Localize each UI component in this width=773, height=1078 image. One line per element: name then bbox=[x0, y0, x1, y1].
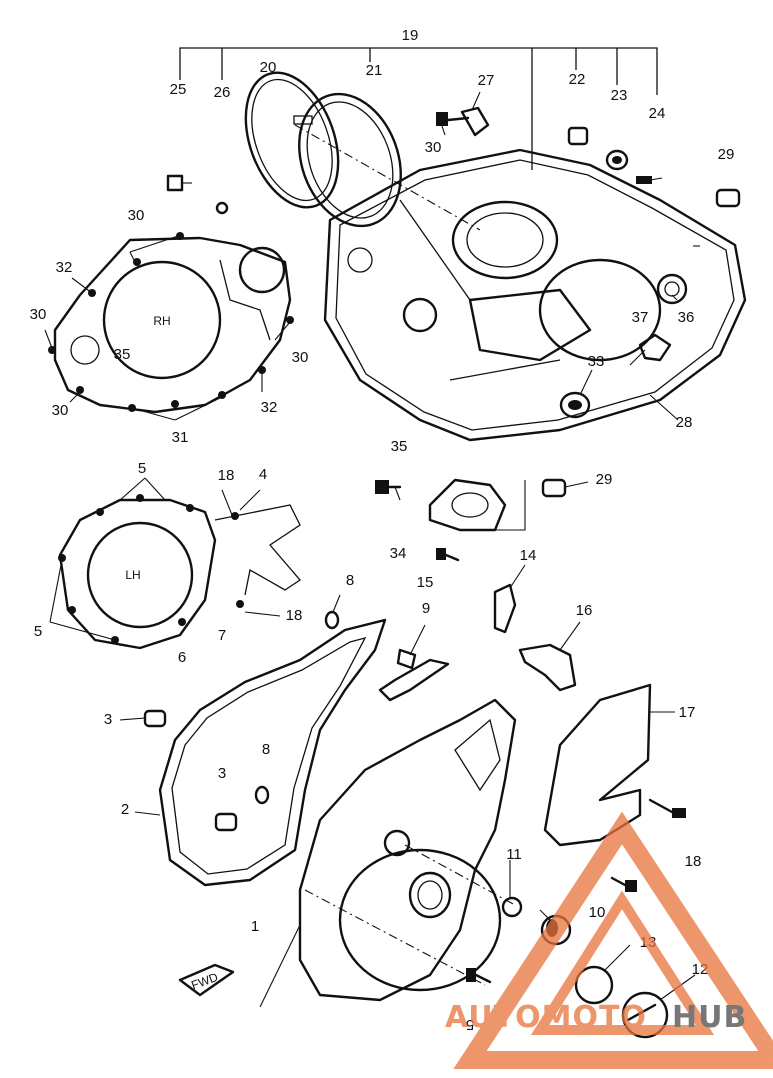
sprocket-36 bbox=[656, 273, 688, 305]
bearing-33 bbox=[559, 391, 591, 419]
callout-24: 24 bbox=[649, 105, 666, 122]
callout-26: 26 bbox=[214, 84, 231, 101]
bracket-14 bbox=[493, 583, 517, 634]
oring-13 bbox=[574, 965, 614, 1005]
callout-11: 11 bbox=[506, 846, 522, 863]
bolt-25 bbox=[166, 174, 192, 192]
callout-8: 8 bbox=[262, 741, 270, 758]
callout-20: 20 bbox=[260, 59, 277, 76]
stamp-rh: RH bbox=[153, 314, 170, 328]
oring-11 bbox=[501, 896, 523, 918]
pump-cover-34 bbox=[428, 478, 507, 532]
screw-18-right bbox=[648, 798, 686, 818]
cover-outline-rh: RH bbox=[48, 232, 294, 414]
callout-17: 17 bbox=[679, 704, 696, 721]
callout-5: 5 bbox=[34, 623, 42, 640]
callout-27: 27 bbox=[478, 72, 495, 89]
dowel-29-top bbox=[715, 188, 741, 208]
callout-32: 32 bbox=[261, 399, 278, 416]
callout-8: 8 bbox=[346, 572, 354, 589]
bolt-35-mid bbox=[375, 480, 402, 494]
callout-30: 30 bbox=[30, 306, 47, 323]
callout-35: 35 bbox=[391, 438, 408, 455]
clip-27 bbox=[460, 106, 490, 137]
callout-29: 29 bbox=[718, 146, 735, 163]
callout-10: 10 bbox=[589, 904, 606, 921]
right-crankcase-cover bbox=[323, 148, 747, 442]
cover-17 bbox=[543, 683, 652, 847]
callout-30: 30 bbox=[52, 402, 69, 419]
callout-18: 18 bbox=[685, 853, 702, 870]
callout-28: 28 bbox=[676, 414, 693, 431]
watermark-text-primary: AUTOMOTO bbox=[445, 1000, 647, 1035]
callout-3: 3 bbox=[218, 765, 226, 782]
bolt-5-lower bbox=[466, 968, 492, 984]
dowel-29-mid bbox=[541, 478, 567, 498]
callout-18: 18 bbox=[286, 607, 303, 624]
callout-19: 19 bbox=[402, 27, 419, 44]
crankcase-cover-1 bbox=[298, 698, 517, 1002]
oring-8-mid bbox=[254, 785, 270, 805]
callout-21: 21 bbox=[366, 62, 383, 79]
callout-36: 36 bbox=[678, 309, 695, 326]
dowel-3-mid bbox=[214, 812, 238, 832]
cap-12 bbox=[621, 991, 669, 1039]
leader-lines bbox=[44, 91, 696, 1008]
stamp-lh: LH bbox=[125, 568, 140, 582]
lever-9 bbox=[378, 648, 450, 702]
callout-6: 6 bbox=[178, 649, 186, 666]
watermark-triangle-icon bbox=[453, 811, 773, 1069]
callout-2: 2 bbox=[121, 801, 129, 818]
callout-4: 4 bbox=[259, 466, 267, 483]
dowel-3-left bbox=[143, 709, 167, 728]
callout-30: 30 bbox=[292, 349, 309, 366]
gasket-2 bbox=[158, 618, 387, 887]
callout-30: 30 bbox=[128, 207, 145, 224]
screw-18-lower bbox=[610, 876, 637, 892]
bolt-15 bbox=[436, 548, 460, 562]
callout-34: 34 bbox=[390, 545, 407, 562]
callout-29: 29 bbox=[596, 471, 613, 488]
callout-7: 7 bbox=[218, 627, 226, 644]
screw-24 bbox=[636, 176, 663, 184]
callout-18: 18 bbox=[218, 467, 235, 484]
forward-arrow-icon: FWD bbox=[178, 963, 235, 997]
callout-16: 16 bbox=[576, 602, 593, 619]
callout-5: 5 bbox=[466, 1016, 474, 1033]
callout-14: 14 bbox=[520, 547, 537, 564]
callout-25: 25 bbox=[170, 81, 187, 98]
bolt-30-top bbox=[436, 112, 470, 126]
oring-8-top bbox=[324, 610, 340, 630]
callout-3: 3 bbox=[104, 711, 112, 728]
dowel-26 bbox=[215, 201, 229, 215]
bracket-16 bbox=[518, 643, 577, 692]
lever-37 bbox=[638, 333, 672, 362]
gasket-20 bbox=[244, 71, 340, 209]
callout-33: 33 bbox=[588, 353, 605, 370]
callout-22: 22 bbox=[569, 71, 586, 88]
watermark-text-secondary: HUB bbox=[672, 1000, 747, 1035]
washer-23 bbox=[605, 149, 629, 171]
callout-9: 9 bbox=[422, 600, 430, 617]
oil-seal-22 bbox=[567, 126, 589, 146]
cover-ring-21 bbox=[298, 92, 402, 228]
callout-32: 32 bbox=[56, 259, 73, 276]
callout-1: 1 bbox=[251, 918, 259, 935]
watermark-triangle-inner-icon bbox=[530, 890, 715, 1035]
callout-35: 35 bbox=[114, 346, 131, 363]
automotohub-watermark: AUTOMOTO HUB bbox=[445, 811, 773, 1069]
callout-30: 30 bbox=[425, 139, 442, 156]
cover-outline-lh: LH bbox=[58, 494, 301, 650]
group-bracket-19 bbox=[179, 47, 658, 170]
callout-5: 5 bbox=[138, 460, 146, 477]
callout-15: 15 bbox=[417, 574, 434, 591]
callout-37: 37 bbox=[632, 309, 649, 326]
callout-31: 31 bbox=[172, 429, 189, 446]
callout-23: 23 bbox=[611, 87, 628, 104]
